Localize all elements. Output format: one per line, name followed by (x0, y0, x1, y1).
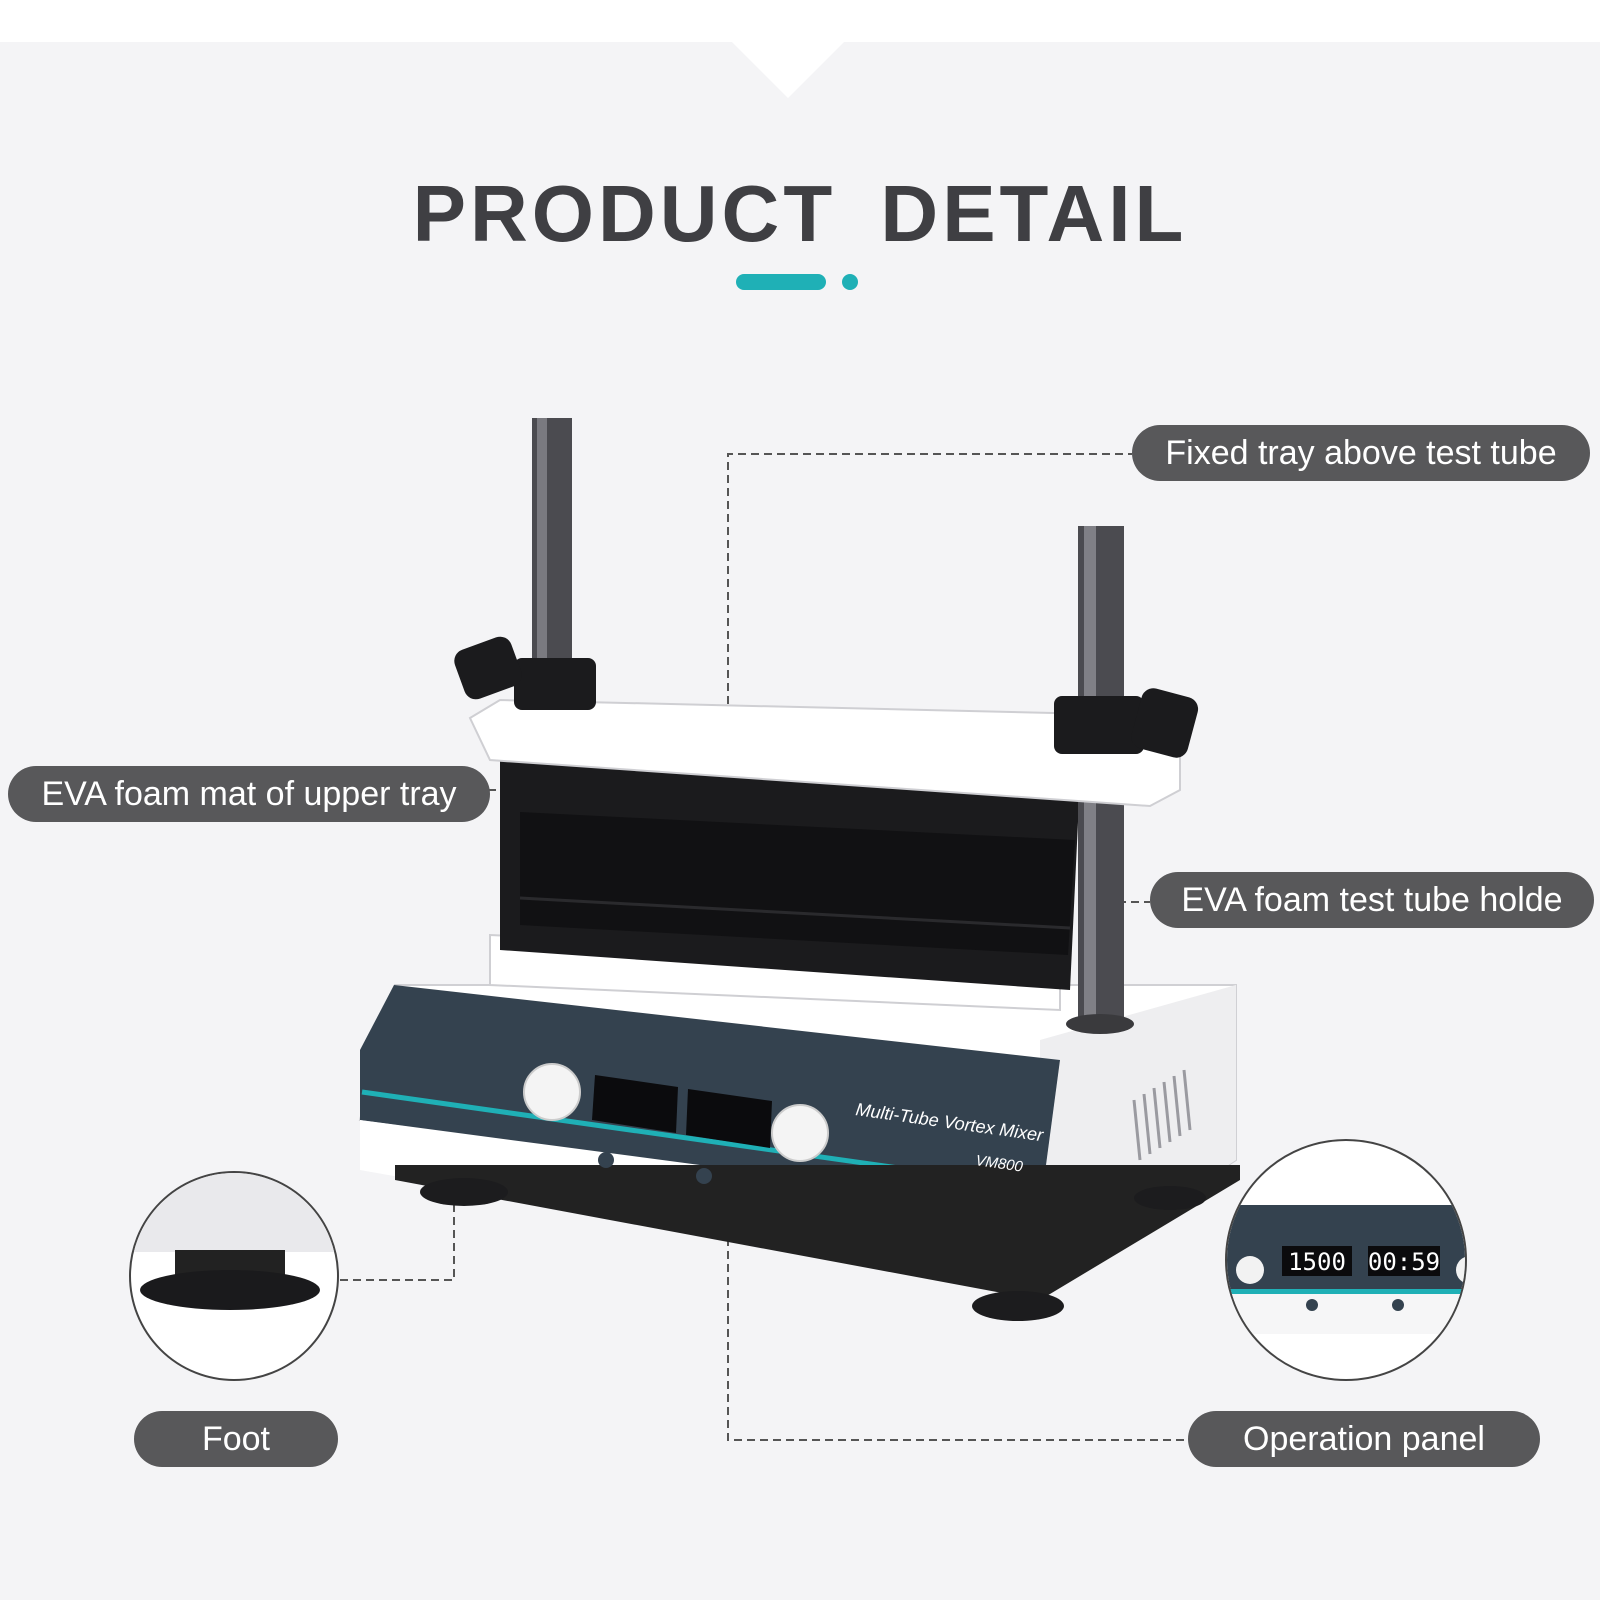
foam-block (500, 758, 1080, 990)
side-vents (1132, 1069, 1192, 1161)
foot-front (972, 1291, 1064, 1321)
label-foot: Foot (134, 1411, 338, 1467)
mixer-base: Multi-Tube Vortex Mixer VM800 (358, 984, 1240, 1321)
foot-left (420, 1178, 508, 1206)
label-eva-holder: EVA foam test tube holde (1150, 872, 1594, 928)
title-accent-dot (842, 274, 858, 290)
left-display (592, 1075, 678, 1133)
right-knob (771, 1104, 829, 1162)
right-clamp (1054, 688, 1199, 758)
left-button (598, 1152, 614, 1168)
leader-foot (340, 1190, 455, 1281)
label-operation-panel: Operation panel (1188, 1411, 1540, 1467)
right-display (686, 1089, 772, 1148)
left-knob (523, 1063, 581, 1121)
panel-zoom: 1500 00:59 (1225, 1139, 1467, 1381)
foot-zoom (129, 1171, 339, 1381)
upper-tray (468, 698, 1181, 808)
device-model: VM800 (974, 1152, 1024, 1176)
time-readout: 00:59 (1368, 1248, 1440, 1276)
top-notch (730, 40, 846, 98)
left-clamp (454, 636, 596, 710)
title-accent-bar (736, 274, 826, 290)
foot-right (1134, 1186, 1206, 1210)
speed-readout: 1500 (1288, 1248, 1346, 1276)
leader-fixed-tray (727, 453, 1132, 730)
label-eva-upper: EVA foam mat of upper tray (8, 766, 490, 822)
leader-operation-panel (727, 1160, 1188, 1441)
label-fixed-tray: Fixed tray above test tube (1132, 425, 1590, 481)
page-title: PRODUCT DETAIL (412, 169, 1188, 258)
right-button (696, 1168, 712, 1184)
